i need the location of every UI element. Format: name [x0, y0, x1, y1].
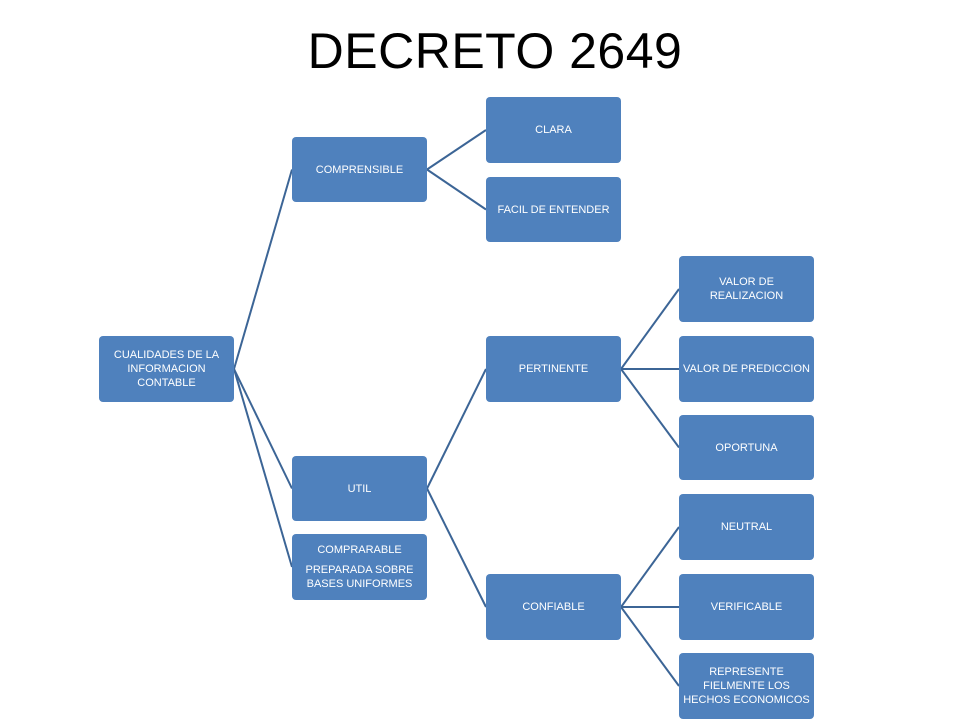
connector-pertinente-oportuna	[620, 368, 680, 449]
node-pertinente-label: PERTINENTE	[518, 363, 589, 375]
connector-root-util	[233, 368, 293, 489]
node-cualidades: CUALIDADES DE LA INFORMACION CONTABLE	[99, 336, 234, 402]
node-comprarable: COMPRARABLE PREPARADA SOBRE BASES UNIFOR…	[292, 534, 427, 600]
node-util: UTIL	[292, 456, 427, 521]
node-valor-de-realizacion: VALOR DE REALIZACION	[679, 256, 814, 322]
node-clara-label: CLARA	[535, 124, 572, 136]
node-confiable: CONFIABLE	[486, 574, 621, 640]
node-facil-label: FACIL DE ENTENDER	[497, 203, 610, 216]
connector-root-comprensible	[233, 169, 293, 370]
node-verificable: VERIFICABLE	[679, 574, 814, 640]
connector-comprensible-facil	[426, 168, 487, 211]
connector-comprensible-clara	[426, 129, 487, 171]
node-valor-prediccion-label: VALOR DE PREDICCION	[683, 363, 810, 375]
node-neutral: NEUTRAL	[679, 494, 814, 560]
node-valor-realizacion-label: VALOR DE REALIZACION	[709, 276, 784, 302]
connector-util-pertinente	[426, 368, 487, 489]
node-neutral-label: NEUTRAL	[720, 521, 773, 533]
node-valor-de-prediccion: VALOR DE PREDICCION	[679, 336, 814, 402]
connector-util-confiable	[426, 488, 487, 608]
node-comprensible: COMPRENSIBLE	[292, 137, 427, 202]
node-oportuna-label: OPORTUNA	[715, 441, 778, 454]
node-pertinente: PERTINENTE	[486, 336, 621, 402]
node-cualidades-label: CUALIDADES DE LA INFORMACION CONTABLE	[113, 349, 220, 389]
page-title: DECRETO 2649	[307, 23, 683, 79]
node-confiable-label: CONFIABLE	[522, 601, 585, 613]
node-clara: CLARA	[486, 97, 621, 163]
node-comprarable-desc: PREPARADA SOBRE BASES UNIFORMES	[305, 564, 414, 590]
node-verificable-label: VERIFICABLE	[710, 601, 783, 613]
node-represente-label: REPRESENTE FIELMENTE LOS HECHOS ECONOMIC…	[683, 666, 810, 706]
node-oportuna: OPORTUNA	[679, 415, 814, 480]
node-comprensible-label: COMPRENSIBLE	[315, 163, 404, 176]
connector-pertinente-vr	[620, 288, 680, 370]
connector-root-comprarable	[233, 368, 293, 568]
node-comprarable-title: COMPRARABLE	[317, 544, 402, 556]
node-util-label: UTIL	[347, 482, 372, 495]
connector-confiable-represente	[620, 606, 680, 687]
node-facil-de-entender: FACIL DE ENTENDER	[486, 177, 621, 242]
node-represente-fielmente: REPRESENTE FIELMENTE LOS HECHOS ECONOMIC…	[679, 653, 814, 719]
connector-confiable-neutral	[620, 526, 680, 608]
